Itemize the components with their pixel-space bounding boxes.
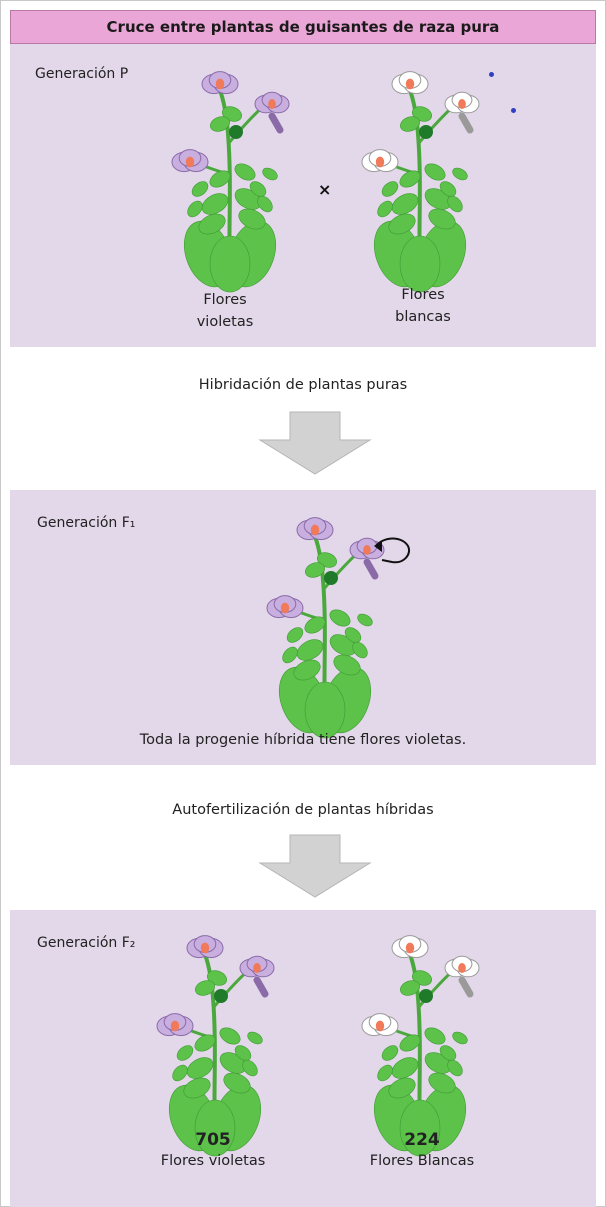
figure-title: Cruce entre plantas de guisantes de raza…: [10, 10, 596, 44]
white-pea-plant-f2: [361, 935, 480, 1157]
white-caption-line1: Flores: [401, 287, 445, 303]
white-pea-plant-p: [361, 71, 480, 293]
f1-caption: Toda la progenie híbrida tiene flores vi…: [139, 732, 467, 748]
white-caption-line2: blancas: [395, 309, 451, 325]
generation-f2-label: Generación F₂: [37, 935, 136, 951]
white-count: 224: [404, 1130, 440, 1150]
decorative-dot: [489, 72, 494, 77]
decorative-dot: [511, 108, 516, 113]
generation-f2-panel: [10, 910, 596, 1207]
violet-pea-plant-p: [171, 71, 290, 293]
generation-f1-label: Generación F₁: [37, 515, 136, 531]
down-arrow-2: [258, 834, 372, 898]
hybrid-pea-plant-f1: [266, 517, 385, 739]
violet-count-label: Flores violetas: [160, 1153, 266, 1169]
cross-symbol: ×: [318, 180, 332, 199]
violet-count: 705: [195, 1130, 231, 1150]
step-hybridization: Hibridación de plantas puras: [198, 377, 408, 393]
generation-p-panel: [10, 44, 596, 347]
white-count-label: Flores Blancas: [369, 1153, 475, 1169]
violet-caption-line1: Flores: [203, 292, 247, 308]
down-arrow-1: [258, 411, 372, 475]
step-selffertilization: Autofertilización de plantas híbridas: [172, 802, 434, 818]
self-pollination-arrow: [374, 537, 410, 564]
generation-p-label: Generación P: [35, 66, 129, 82]
violet-pea-plant-f2: [156, 935, 275, 1157]
violet-caption-line2: violetas: [196, 314, 254, 330]
